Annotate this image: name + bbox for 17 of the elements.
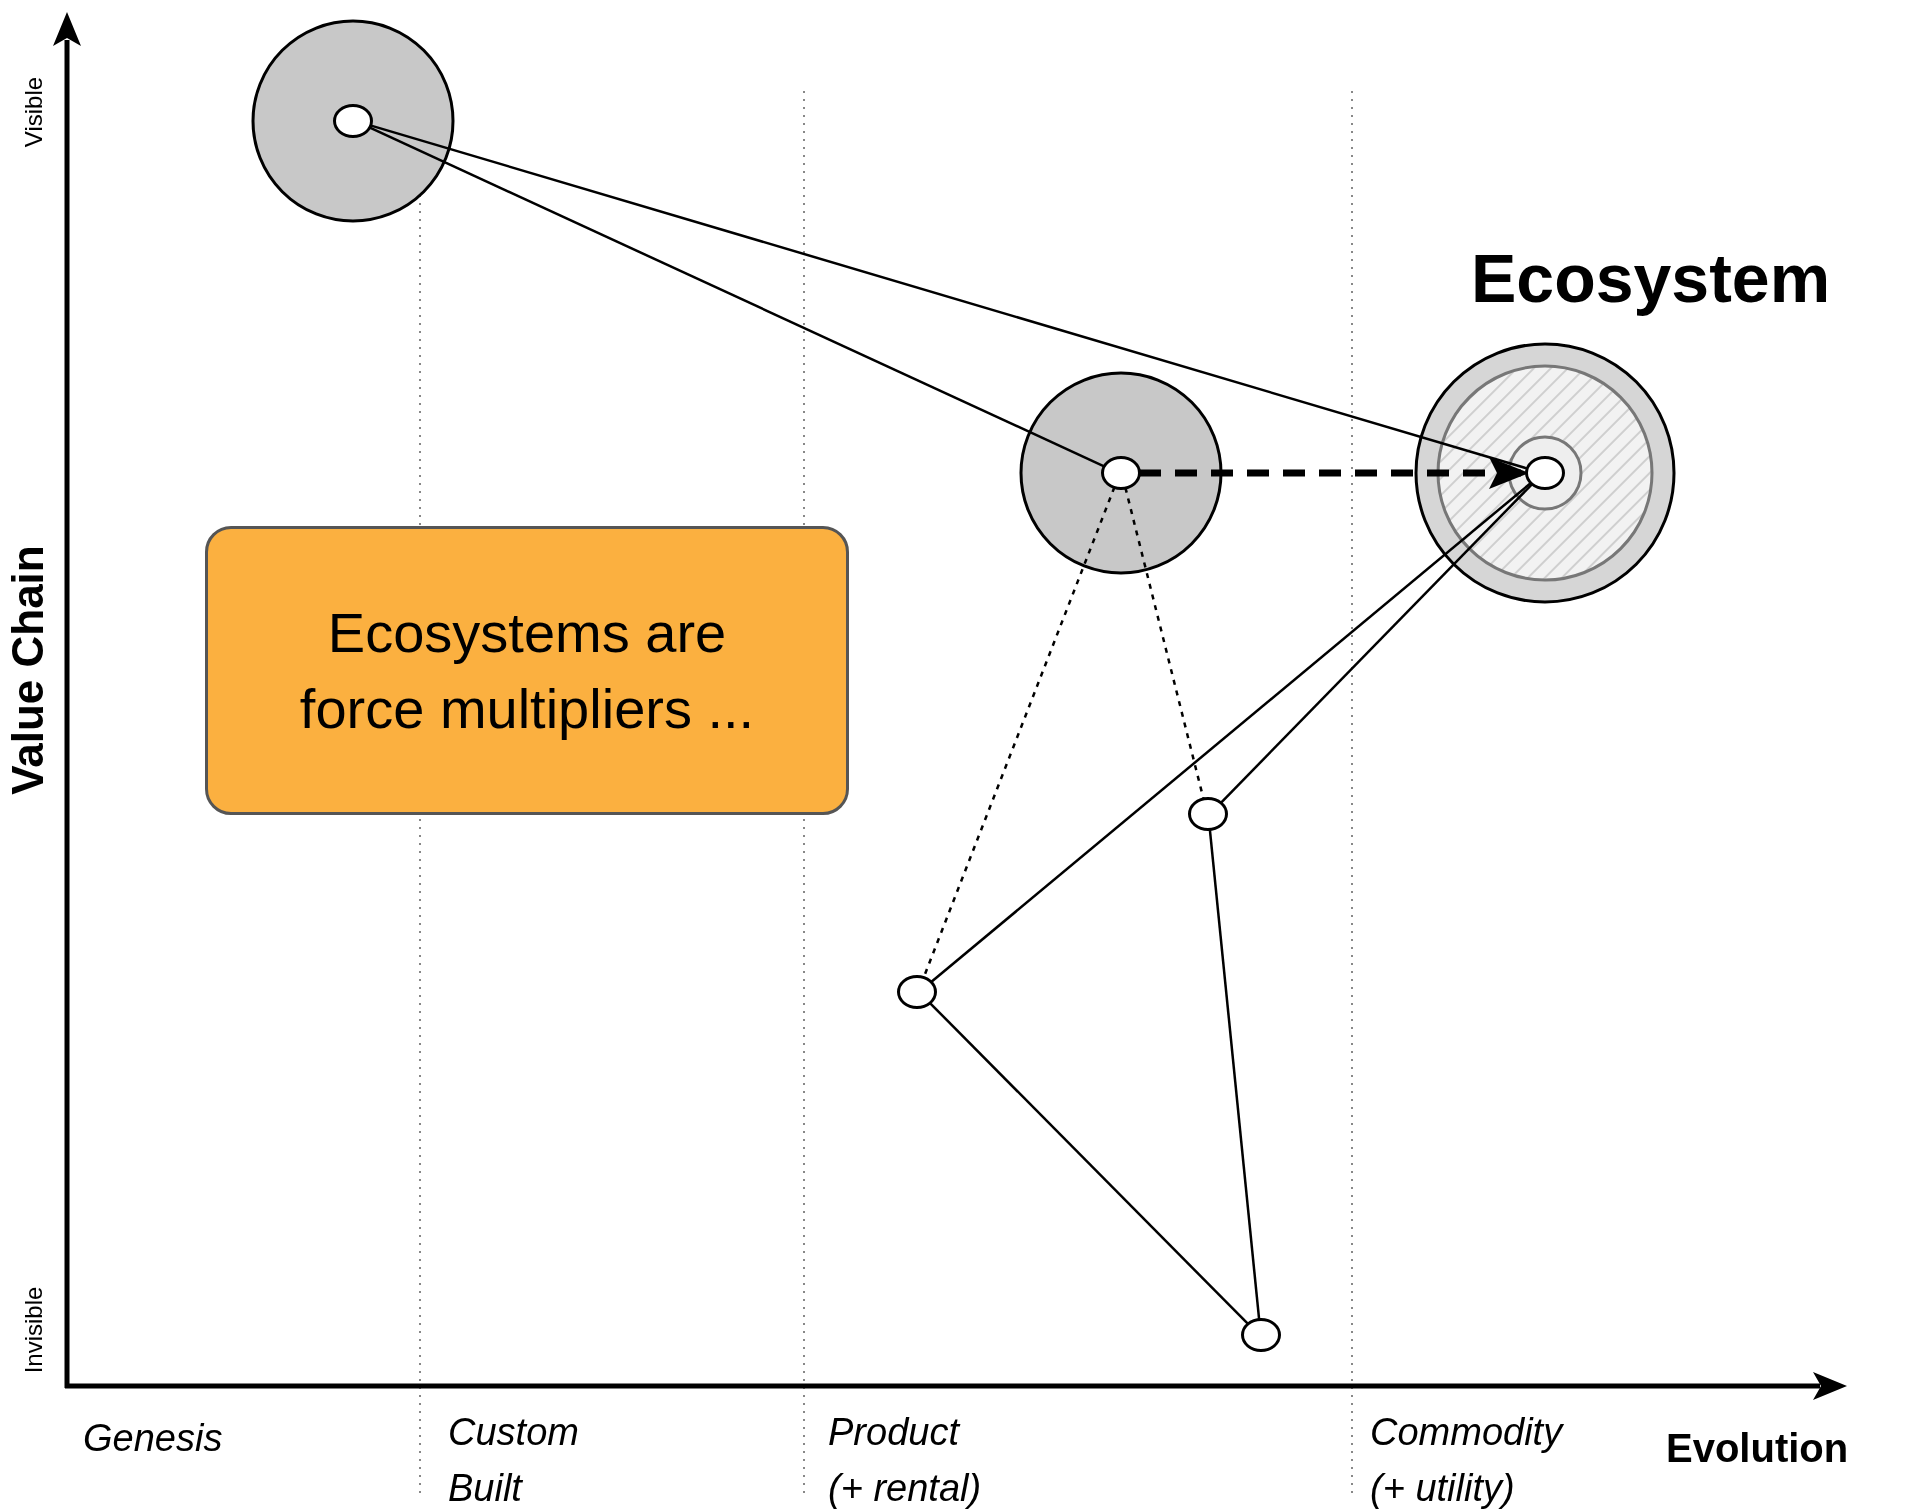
- component-circle: [1241, 1318, 1281, 1352]
- axis-title: Value Chain: [6, 545, 50, 795]
- stage-label: Custom Built: [448, 1410, 580, 1511]
- connector-line: [1208, 829, 1261, 1320]
- component-circle: [1188, 797, 1228, 831]
- axis-end-label: Invisible: [22, 1286, 46, 1374]
- connector-line: [1219, 483, 1534, 804]
- component-circle: [897, 975, 937, 1009]
- connector-line: [930, 481, 1532, 984]
- stage-label: Commodity (+ utility): [1370, 1410, 1565, 1511]
- stage-label: Product (+ rental): [828, 1410, 983, 1511]
- stage-label: Genesis: [83, 1416, 224, 1461]
- axis-title: Evolution: [1666, 1425, 1849, 1472]
- axis-end-label: Visible: [22, 76, 46, 148]
- connector-line: [928, 1001, 1250, 1326]
- connector-line: [368, 126, 1106, 468]
- note-box: Ecosystems are force multipliers ...: [205, 526, 849, 815]
